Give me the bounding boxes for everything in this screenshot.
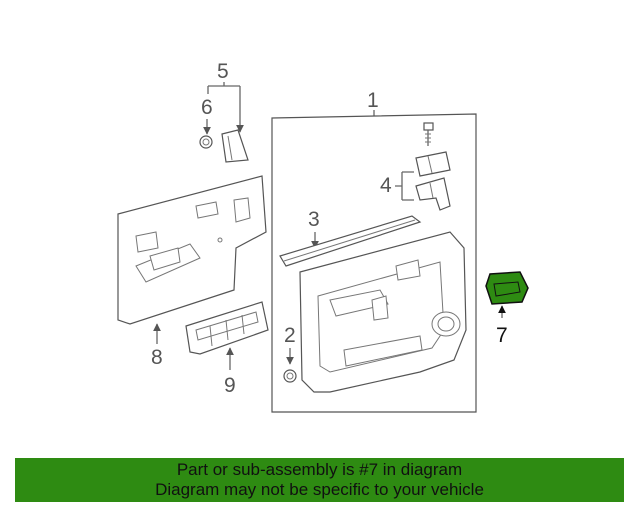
- callout-2: 2: [284, 324, 296, 347]
- mirror-cover: [221, 129, 249, 163]
- door-trim-panel: [299, 231, 467, 393]
- leader-4: [395, 171, 414, 201]
- push-clip: [283, 369, 297, 383]
- banner-line-2: Diagram may not be specific to your vehi…: [155, 480, 484, 499]
- clip-upper: [415, 151, 451, 177]
- leader-5: [208, 82, 240, 132]
- clip-lower: [415, 177, 451, 211]
- callout-5: 5: [217, 60, 229, 83]
- weatherstrip: [279, 215, 422, 267]
- info-banner: Part or sub-assembly is #7 in diagram Di…: [15, 458, 624, 502]
- part-7-shape[interactable]: [485, 271, 529, 305]
- callout-6: 6: [201, 96, 213, 119]
- parts-diagram: 1 3 4 2 5: [117, 60, 529, 413]
- nut: [199, 135, 213, 149]
- trim-panel-left: [117, 175, 267, 325]
- bolt: [423, 122, 434, 146]
- callout-8: 8: [151, 346, 163, 369]
- banner-line-1: Part or sub-assembly is #7 in diagram: [176, 460, 463, 479]
- callout-3: 3: [308, 208, 320, 231]
- callout-1: 1: [367, 89, 379, 112]
- callout-4: 4: [380, 174, 392, 197]
- callout-9: 9: [224, 374, 236, 397]
- bracket: [185, 301, 269, 355]
- callout-7: 7: [496, 324, 508, 347]
- door-handle-highlighted[interactable]: [485, 271, 529, 305]
